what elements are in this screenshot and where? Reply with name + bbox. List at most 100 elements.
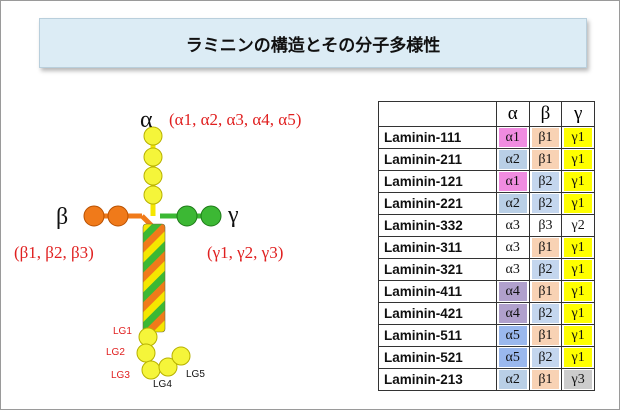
lg2-domain [136,343,156,363]
alpha-cell: α5 [495,324,530,347]
beta-cell-value: β2 [531,260,560,279]
beta-cell-value: β2 [531,172,560,191]
beta-cell-value: β2 [531,348,560,367]
gamma-cell: γ1 [561,324,595,347]
lg2-label: LG2 [106,347,125,358]
alpha-cell: α2 [495,192,530,215]
gamma-cell: γ1 [561,280,595,303]
gamma-cell: γ1 [561,346,595,369]
lg4-label: LG4 [153,379,172,390]
alpha-cell-value: α3 [498,260,527,279]
beta-cell: β1 [528,126,563,149]
gamma-cell-value: γ1 [564,304,592,323]
lg5-label: LG5 [186,369,205,380]
beta-cell-value: β1 [531,150,560,169]
table-header-row: α β γ [378,101,595,127]
slide-title: ラミニンの構造とその分子多様性 [39,18,587,68]
alpha-variants: (α1, α2, α3, α4, α5) [169,110,301,129]
isoform-name: Laminin-332 [378,214,497,237]
alpha-cell-value: α1 [498,172,527,191]
isoform-name: Laminin-111 [378,126,497,149]
gamma-symbol: γ [227,202,239,228]
beta-cell-value: β1 [531,128,560,147]
alpha-cell: α3 [495,214,530,237]
alpha-cell-value: α2 [498,194,527,213]
gamma-bead [200,205,222,227]
alpha-cell-value: α3 [498,216,527,235]
beta-cell: β1 [528,236,563,259]
beta-cell-value: β1 [531,370,560,389]
alpha-cell-value: α1 [498,128,527,147]
beta-bead [83,205,105,227]
alpha-cell-value: α2 [498,150,527,169]
alpha-cell: α3 [495,258,530,281]
isoform-name: Laminin-211 [378,148,497,171]
gamma-cell: γ1 [561,302,595,325]
isoform-name: Laminin-321 [378,258,497,281]
beta-cell-value: β2 [531,194,560,213]
alpha-cell-value: α4 [498,282,527,301]
header-alpha: α [495,101,530,127]
lg5-domain [171,346,191,366]
isoform-name: Laminin-421 [378,302,497,325]
beta-cell: β1 [528,280,563,303]
gamma-cell-value: γ1 [564,194,592,213]
gamma-variants: (γ1, γ2, γ3) [207,243,283,262]
alpha-symbol: α [140,107,153,133]
beta-cell: β2 [528,170,563,193]
alpha-cell-value: α3 [498,238,527,257]
alpha-cell: α4 [495,280,530,303]
gamma-cell-value: γ1 [564,326,592,345]
beta-cell: β1 [528,148,563,171]
gamma-cell-value: γ3 [564,370,592,389]
alpha-cell: α2 [495,148,530,171]
lg4-domain [158,357,178,377]
alpha-bead [143,147,163,167]
lg1-label: LG1 [113,326,132,337]
gamma-cell-value: γ1 [564,260,592,279]
beta-cell: β3 [528,214,563,237]
lg3-label: LG3 [111,370,130,381]
beta-cell: β2 [528,346,563,369]
beta-cell-value: β1 [531,282,560,301]
beta-bead [107,205,129,227]
alpha-cell: α2 [495,368,530,391]
isoform-name: Laminin-121 [378,170,497,193]
beta-cell: β2 [528,258,563,281]
alpha-cell: α3 [495,236,530,259]
alpha-cell: α1 [495,126,530,149]
header-empty [378,101,497,127]
gamma-cell: γ1 [561,236,595,259]
gamma-cell: γ2 [561,214,595,237]
gamma-cell: γ1 [561,126,595,149]
gamma-cell-value: γ1 [564,238,592,257]
isoform-name: Laminin-311 [378,236,497,259]
beta-variants: (β1, β2, β3) [14,243,94,262]
alpha-cell-value: α4 [498,304,527,323]
gamma-cell-value: γ1 [564,282,592,301]
beta-cell-value: β3 [531,216,560,235]
gamma-cell: γ3 [561,368,595,391]
gamma-cell: γ1 [561,148,595,171]
beta-cell-value: β1 [531,326,560,345]
coiled-coil-rod [142,223,166,333]
gamma-cell: γ1 [561,192,595,215]
isoform-name: Laminin-521 [378,346,497,369]
gamma-cell-value: γ1 [564,128,592,147]
alpha-cell: α4 [495,302,530,325]
beta-cell-value: β1 [531,238,560,257]
gamma-cell-value: γ1 [564,150,592,169]
lg3-domain [141,360,161,380]
gamma-cell-value: γ2 [564,216,592,235]
alpha-cell-value: α5 [498,348,527,367]
